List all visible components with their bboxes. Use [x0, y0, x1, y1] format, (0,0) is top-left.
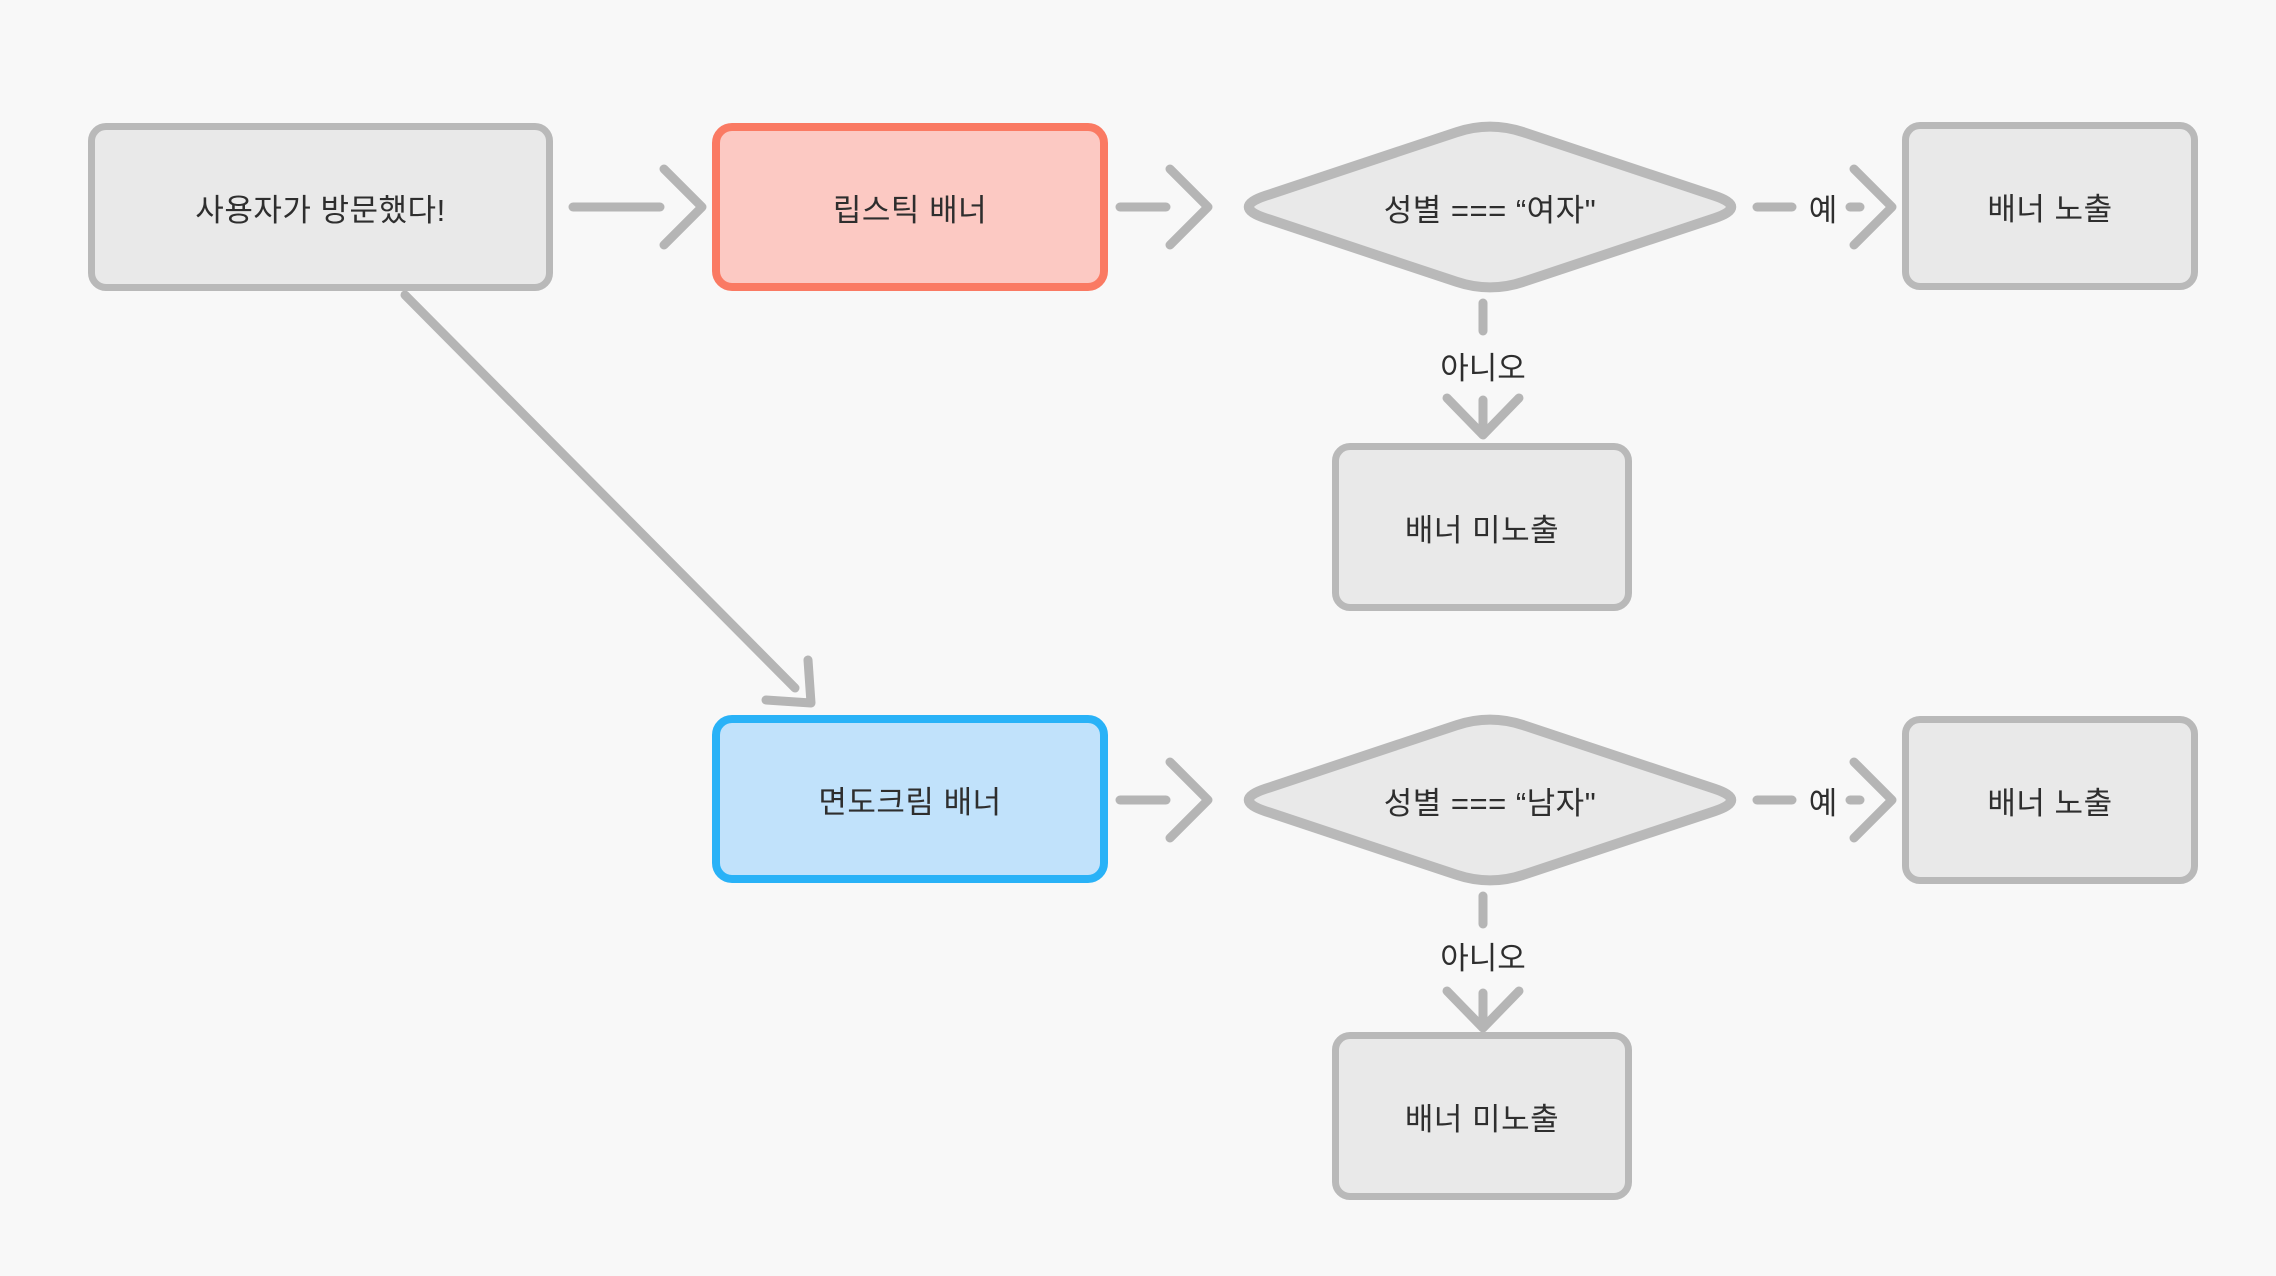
arrow-female-no	[1442, 298, 1524, 440]
arrow-female-yes	[1752, 164, 1897, 250]
arrow-start-to-lipstick	[568, 164, 707, 250]
female-decision-label: 성별 === “여자"	[1383, 192, 1597, 228]
arrow-male-yes	[1752, 757, 1897, 843]
male-no-label: 아니오	[1440, 940, 1526, 976]
lipstick-banner-node: 립스틱 배너	[712, 123, 1108, 291]
arrow-lipstick-to-decision	[1115, 164, 1213, 250]
female-decision-diamond-shape	[1243, 121, 1737, 293]
arrow-shaving-to-decision	[1115, 757, 1213, 843]
banner-hidden-top-node: 배너 미노출	[1332, 443, 1632, 611]
female-no-label: 아니오	[1440, 350, 1526, 386]
male-decision-diamond-shape	[1243, 714, 1737, 886]
male-decision-label: 성별 === “남자"	[1383, 785, 1597, 821]
male-yes-label: 예	[1808, 785, 1838, 821]
arrow-male-no	[1442, 891, 1524, 1033]
banner-shown-bottom-node: 배너 노출	[1902, 716, 2198, 884]
female-yes-label: 예	[1808, 192, 1838, 228]
shaving-cream-banner-node: 면도크림 배너	[712, 715, 1108, 883]
start-node: 사용자가 방문했다!	[88, 123, 553, 291]
banner-shown-top-node: 배너 노출	[1902, 122, 2198, 290]
arrow-start-to-shaving	[400, 290, 816, 708]
banner-hidden-bottom-node: 배너 미노출	[1332, 1032, 1632, 1200]
